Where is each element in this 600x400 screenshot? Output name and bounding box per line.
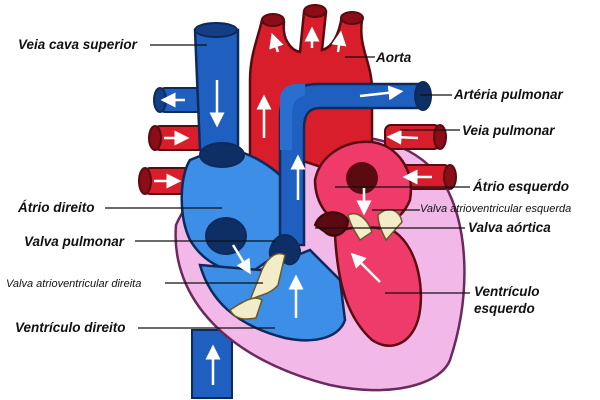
label-atrio-direito: Átrio direito <box>17 200 95 215</box>
label-valva-pulmonar: Valva pulmonar <box>24 234 125 249</box>
right-ventricle <box>198 248 347 342</box>
label-veia-pulmonar: Veia pulmonar <box>462 123 555 138</box>
flow-arrows <box>154 26 432 385</box>
label-arteria-pulmonar: Artéria pulmonar <box>453 87 564 102</box>
label-valva-aortica: Valva aórtica <box>468 220 551 235</box>
label-aorta: Aorta <box>375 50 412 65</box>
label-veia-cava-superior: Veia cava superior <box>18 37 138 52</box>
labels: Veia cava superior Aorta Artéria pulmona… <box>6 37 571 335</box>
label-ventriculo-esquerdo-line2: esquerdo <box>474 301 535 316</box>
valves <box>229 208 403 320</box>
label-ventriculo-esquerdo-line1: Ventrículo <box>474 284 540 299</box>
label-atrio-esquerdo: Átrio esquerdo <box>472 179 569 194</box>
pulmonary-artery-upper-left <box>280 84 305 150</box>
label-valva-av-direita: Valva atrioventricular direita <box>6 278 141 290</box>
label-ventriculo-direito: Ventrículo direito <box>15 320 126 335</box>
leader-lines <box>105 44 470 329</box>
label-valva-av-esquerda: Valva atrioventricular esquerda <box>420 203 571 215</box>
